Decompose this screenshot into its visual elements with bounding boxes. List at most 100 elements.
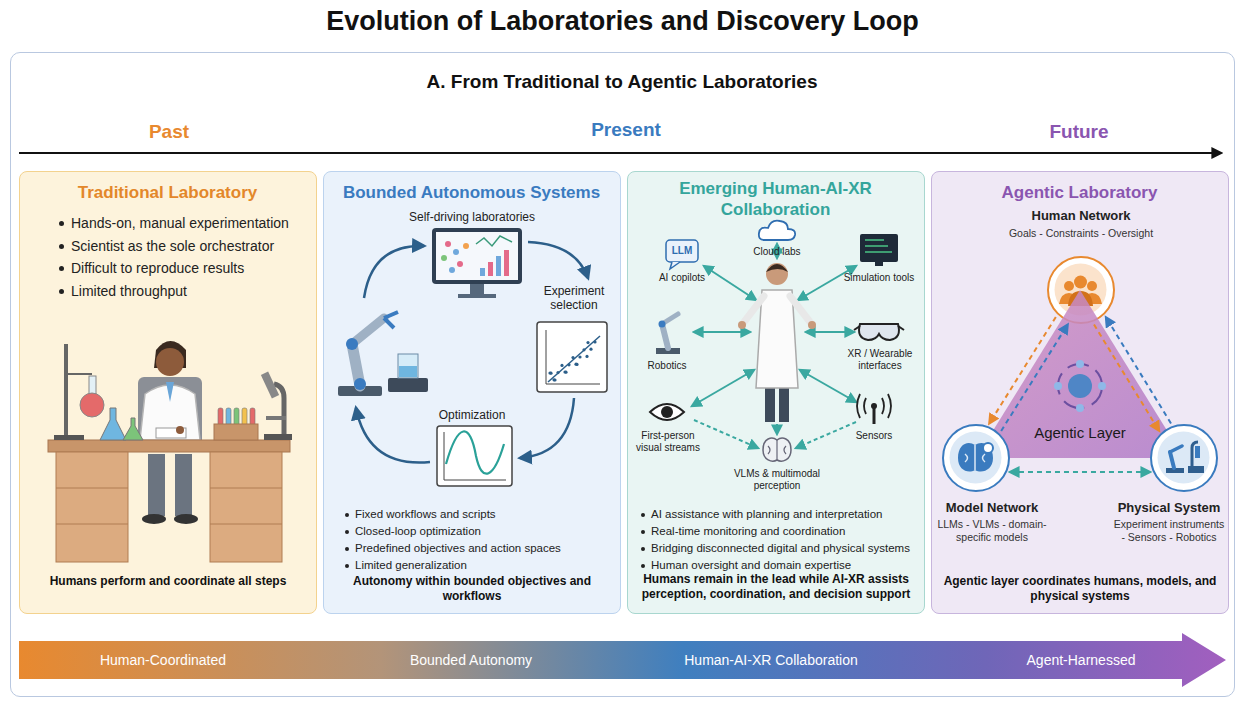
icon-label: Simulation tools	[836, 272, 922, 284]
illustration-part	[763, 438, 791, 461]
panel-summary: Autonomy within bounded objectives and w…	[328, 574, 616, 604]
illustration-part	[156, 348, 184, 376]
illustration-part	[865, 245, 888, 246]
panel-heading: Bounded Autonomous Systems	[324, 182, 619, 203]
progress-band: Human-CoordinatedBounded AutonomyHuman-A…	[19, 633, 1226, 687]
illustration-part	[744, 296, 764, 322]
illustration-part	[148, 454, 165, 516]
link-arrow	[704, 266, 756, 300]
illustration-part	[790, 296, 810, 322]
illustration-part	[441, 255, 447, 261]
illustration-part	[766, 264, 788, 272]
illustration-part	[548, 336, 600, 382]
illustration-part	[1170, 452, 1174, 468]
illustration-part	[210, 452, 282, 562]
illustration-part	[138, 377, 202, 447]
bullet-item: Human oversight and domain expertise	[640, 557, 922, 574]
icon-label: AI copilots	[642, 272, 722, 284]
illustration-part	[1058, 364, 1102, 408]
illustration-part	[446, 431, 504, 473]
illustration-part	[1076, 360, 1084, 368]
illustration-part	[64, 344, 68, 440]
icon-label: XR / Wearable interfaces	[838, 348, 922, 372]
illustration-part	[808, 321, 816, 329]
icon-label: Self-driving laboratories	[372, 210, 572, 224]
link-arrow	[694, 420, 758, 448]
cycle-arrow	[528, 242, 588, 278]
bullet-item: Scientist as the sole orchestrator	[58, 235, 310, 258]
band-label: Bounded Autonomy	[361, 651, 581, 669]
illustration-part	[662, 324, 668, 348]
illustration-part	[444, 432, 506, 480]
bullet-item: Limited generalization	[344, 557, 614, 574]
illustration-part	[488, 262, 493, 276]
bullet-item: AI assistance with planning and interpre…	[640, 506, 922, 523]
illustration-part	[857, 394, 891, 418]
node-heading: Physical System	[1112, 500, 1226, 516]
panel-heading: Emerging Human-AI-XR Collaboration	[648, 178, 903, 220]
illustration-part	[142, 514, 166, 524]
triangle-shape	[976, 290, 1184, 458]
progress-band	[19, 633, 1226, 687]
diagram-title: Evolution of Laboratories and Discovery …	[0, 6, 1245, 37]
illustration-part	[354, 378, 366, 390]
illustration-part	[738, 321, 746, 329]
illustration-part	[89, 376, 96, 394]
illustration-part	[470, 284, 484, 294]
illustration-part	[264, 434, 292, 440]
bullet-item: Difficult to reproduce results	[58, 257, 310, 280]
band-label: Human-Coordinated	[53, 651, 273, 669]
band-label: Agent-Harnessed	[971, 651, 1191, 669]
illustration-part	[537, 322, 607, 392]
illustration-part	[1076, 404, 1084, 412]
bullet-item: Limited throughput	[58, 280, 310, 303]
agentic-triangle: Agentic Layer	[976, 290, 1184, 458]
illustration-part	[779, 384, 789, 422]
illustration-part	[670, 262, 680, 269]
cycle-arrow	[356, 408, 430, 463]
era-label: Present	[546, 119, 706, 141]
illustration-part	[210, 488, 282, 489]
illustration-part	[176, 426, 184, 434]
illustration-part	[346, 338, 358, 350]
illustration-part	[585, 355, 588, 358]
illustration-part	[589, 348, 592, 351]
link-arrow	[806, 331, 854, 333]
illustration-part	[80, 393, 104, 417]
illustration-part	[950, 432, 1002, 484]
illustration-part	[100, 408, 126, 440]
illustration-part	[1087, 281, 1097, 291]
bullet-item: Hands-on, manual experimentation	[58, 212, 310, 235]
illustration-part	[1054, 382, 1062, 390]
bullet-item: Fixed workflows and scripts	[344, 506, 614, 523]
connector-arrow	[1010, 471, 1150, 473]
layer-label: Agentic Layer	[1015, 424, 1145, 442]
icon-label: Cloud labs	[737, 246, 817, 258]
illustration-part	[398, 354, 418, 378]
illustration-part	[666, 240, 698, 262]
illustration-part	[548, 371, 551, 374]
panel-heading: Traditional Laboratory	[20, 182, 315, 203]
illustration-part	[432, 228, 522, 284]
stage-panel: Traditional LaboratoryHands-on, manual e…	[19, 171, 317, 614]
illustration-part	[480, 268, 485, 276]
illustration-part	[449, 267, 455, 273]
illustration-part	[384, 312, 398, 328]
node-description: LLMs - VLMs - domain-specific models	[936, 518, 1048, 544]
illustration-part	[958, 443, 993, 472]
illustration-part	[48, 440, 290, 452]
node-heading: Human Network	[981, 208, 1181, 224]
illustration-part	[445, 241, 451, 247]
illustration-part	[871, 403, 877, 409]
cycle-arrow	[364, 246, 424, 298]
illustration-part	[553, 378, 556, 381]
illustration-part	[983, 443, 993, 453]
link-arrow	[694, 331, 750, 333]
illustration-part	[399, 366, 417, 377]
node-heading: Model Network	[936, 500, 1048, 516]
bullet-item: Bridging disconnected digital and physic…	[640, 540, 922, 557]
illustration-part	[860, 234, 898, 262]
illustration-part	[661, 406, 673, 418]
link-arrow	[776, 424, 778, 434]
illustration-part	[457, 261, 463, 267]
